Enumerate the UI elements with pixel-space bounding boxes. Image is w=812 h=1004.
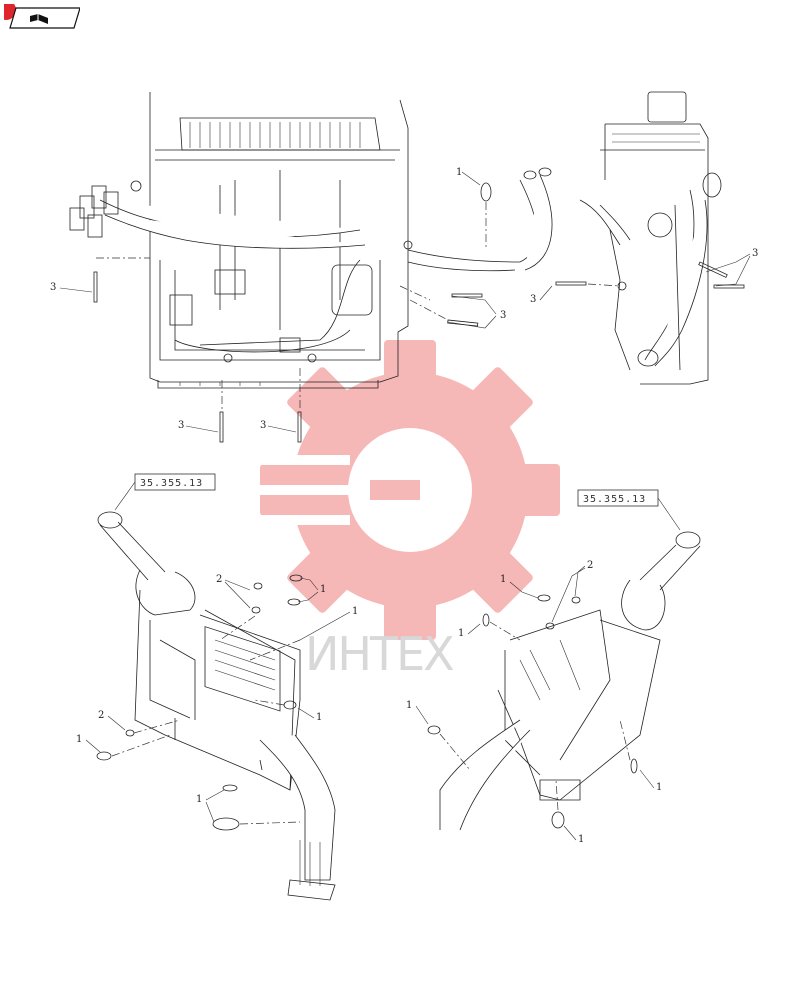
side-view-drawing	[579, 91, 722, 385]
callout-label: 3	[50, 282, 56, 293]
callout-label: 3	[500, 310, 506, 321]
callout-label: 1	[352, 606, 358, 617]
reference-box-left[interactable]: 35.355.13	[114, 473, 216, 511]
reference-label: 35.355.13	[140, 478, 203, 489]
callout-label: 1	[316, 712, 322, 723]
callout-label: 2	[587, 560, 593, 571]
reference-box-right[interactable]: 35.355.13	[577, 489, 681, 531]
callout-label: 2	[98, 710, 104, 721]
callout-label: 1	[458, 628, 464, 639]
callout-label: 1	[578, 834, 584, 845]
callout-label: 1	[500, 574, 506, 585]
open-book-icon	[30, 14, 48, 24]
callout-label: 3	[260, 420, 266, 431]
callout-label: 1	[406, 700, 412, 711]
callout-label: 2	[216, 574, 222, 585]
callout-label: 1	[656, 782, 662, 793]
left-joystick-drawing	[97, 511, 336, 901]
reference-label: 35.355.13	[583, 494, 646, 505]
callout-label: 3	[530, 294, 536, 305]
right-joystick-drawing	[439, 531, 701, 831]
right-console-callouts: 1 2 1 1 1 1	[406, 560, 662, 845]
callout-label: 1	[456, 167, 462, 178]
cab-frame-harness-drawing	[69, 92, 553, 389]
left-console-callouts: 2 1 1 1 2 1 1	[76, 574, 358, 831]
top-callouts: 1 3 3 3 3 3 3	[50, 167, 758, 443]
watermark-text: ИНТЕХ	[305, 627, 454, 681]
watermark-gear-icon	[240, 340, 560, 640]
badge-icon	[0, 0, 16, 20]
bookmark-nav-button[interactable]	[0, 0, 81, 30]
callout-label: 1	[320, 584, 326, 595]
callout-label: 1	[196, 794, 202, 805]
callout-label: 3	[178, 420, 184, 431]
callout-label: 3	[752, 248, 758, 259]
callout-label: 1	[76, 734, 82, 745]
